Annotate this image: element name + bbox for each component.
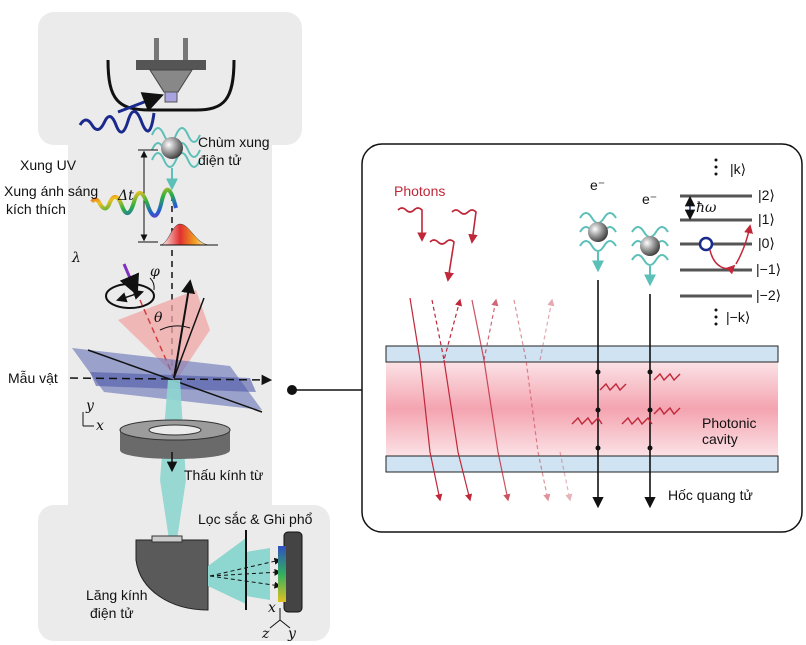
electron-pulse-top bbox=[151, 127, 201, 191]
level-dots bbox=[714, 158, 718, 326]
label-photonic-line2: cavity bbox=[702, 431, 738, 447]
normal-arrow bbox=[173, 279, 196, 379]
detector bbox=[278, 531, 303, 613]
electron-1 bbox=[579, 212, 617, 509]
axes-small bbox=[82, 412, 94, 427]
theta-arc bbox=[159, 325, 191, 331]
label-photons: Photons bbox=[394, 183, 445, 199]
label-loc-sac: Lọc sắc & Ghi phổ bbox=[198, 511, 313, 527]
label-delta-t: Δt bbox=[117, 188, 134, 204]
label-e1: e⁻ bbox=[590, 177, 605, 193]
label-detector-x: x bbox=[268, 600, 276, 616]
label-photonic-line1: Photonic bbox=[702, 415, 756, 431]
label-detector-z: z bbox=[261, 626, 270, 642]
transition-arrow-up bbox=[735, 224, 753, 265]
label-e2: e⁻ bbox=[642, 191, 657, 207]
magnetic-lens bbox=[119, 419, 231, 459]
interaction-vertices bbox=[595, 369, 653, 451]
label-level-0: |0⟩ bbox=[758, 235, 775, 251]
dispersed-rays bbox=[209, 557, 282, 589]
label-level-m1: |−1⟩ bbox=[756, 261, 781, 277]
transition-arrow-down bbox=[709, 249, 736, 275]
axes-detector bbox=[269, 608, 291, 629]
label-level-k: |k⟩ bbox=[730, 161, 746, 177]
label-theta: θ bbox=[154, 310, 163, 326]
label-axis-y: y bbox=[85, 398, 95, 414]
cavity-mirror-top bbox=[385, 345, 779, 363]
excitation-pulse bbox=[90, 187, 178, 296]
incoming-photons bbox=[397, 207, 478, 282]
ground-state-marker bbox=[698, 236, 714, 252]
label-level-mk: |−k⟩ bbox=[726, 309, 750, 325]
sample-plane bbox=[69, 348, 273, 413]
label-axis-x: x bbox=[96, 418, 104, 434]
label-thau-kinh-tu: Thấu kính từ bbox=[184, 467, 263, 483]
electron-2 bbox=[631, 226, 669, 509]
label-lambda: λ bbox=[71, 250, 81, 266]
inset-connector-dot bbox=[287, 385, 297, 395]
electron-prism bbox=[135, 535, 209, 611]
electron-gun bbox=[106, 38, 236, 112]
label-xung-uv: Xung UV bbox=[20, 157, 77, 173]
label-detector-y: y bbox=[287, 626, 297, 642]
electron-photon-interactions bbox=[571, 372, 681, 426]
label-level-m2: |−2⟩ bbox=[756, 287, 781, 303]
label-level-2: |2⟩ bbox=[758, 187, 775, 203]
dispersed-beam-2 bbox=[246, 548, 270, 600]
uv-pulse bbox=[78, 92, 164, 134]
label-lang-kinh-line1: Lăng kính bbox=[86, 587, 148, 603]
inset-panel bbox=[361, 143, 803, 533]
label-chum-xung-line2: điện tử bbox=[198, 152, 242, 168]
reflected-arrow bbox=[173, 297, 205, 379]
label-lang-kinh-line2: điện tử bbox=[90, 605, 134, 621]
label-level-1: |1⟩ bbox=[758, 211, 775, 227]
delay-pulse bbox=[159, 223, 211, 246]
polarizer bbox=[105, 277, 155, 309]
light-cone bbox=[118, 290, 210, 378]
label-xung-anh-sang-line1: Xung ánh sáng bbox=[4, 183, 98, 199]
cavity-photon-rays bbox=[409, 297, 573, 502]
label-phi: φ bbox=[150, 264, 160, 280]
cavity-mirror-bottom bbox=[385, 455, 779, 473]
label-chum-xung-line1: Chùm xung bbox=[198, 134, 270, 150]
label-xung-anh-sang-line2: kích thích bbox=[6, 201, 66, 217]
label-hbar-omega: ħω bbox=[696, 200, 717, 216]
label-mau-vat: Mẫu vật bbox=[8, 370, 58, 386]
label-hoc-quang-tu: Hốc quang tử bbox=[668, 487, 753, 503]
dispersed-beam bbox=[208, 538, 246, 604]
